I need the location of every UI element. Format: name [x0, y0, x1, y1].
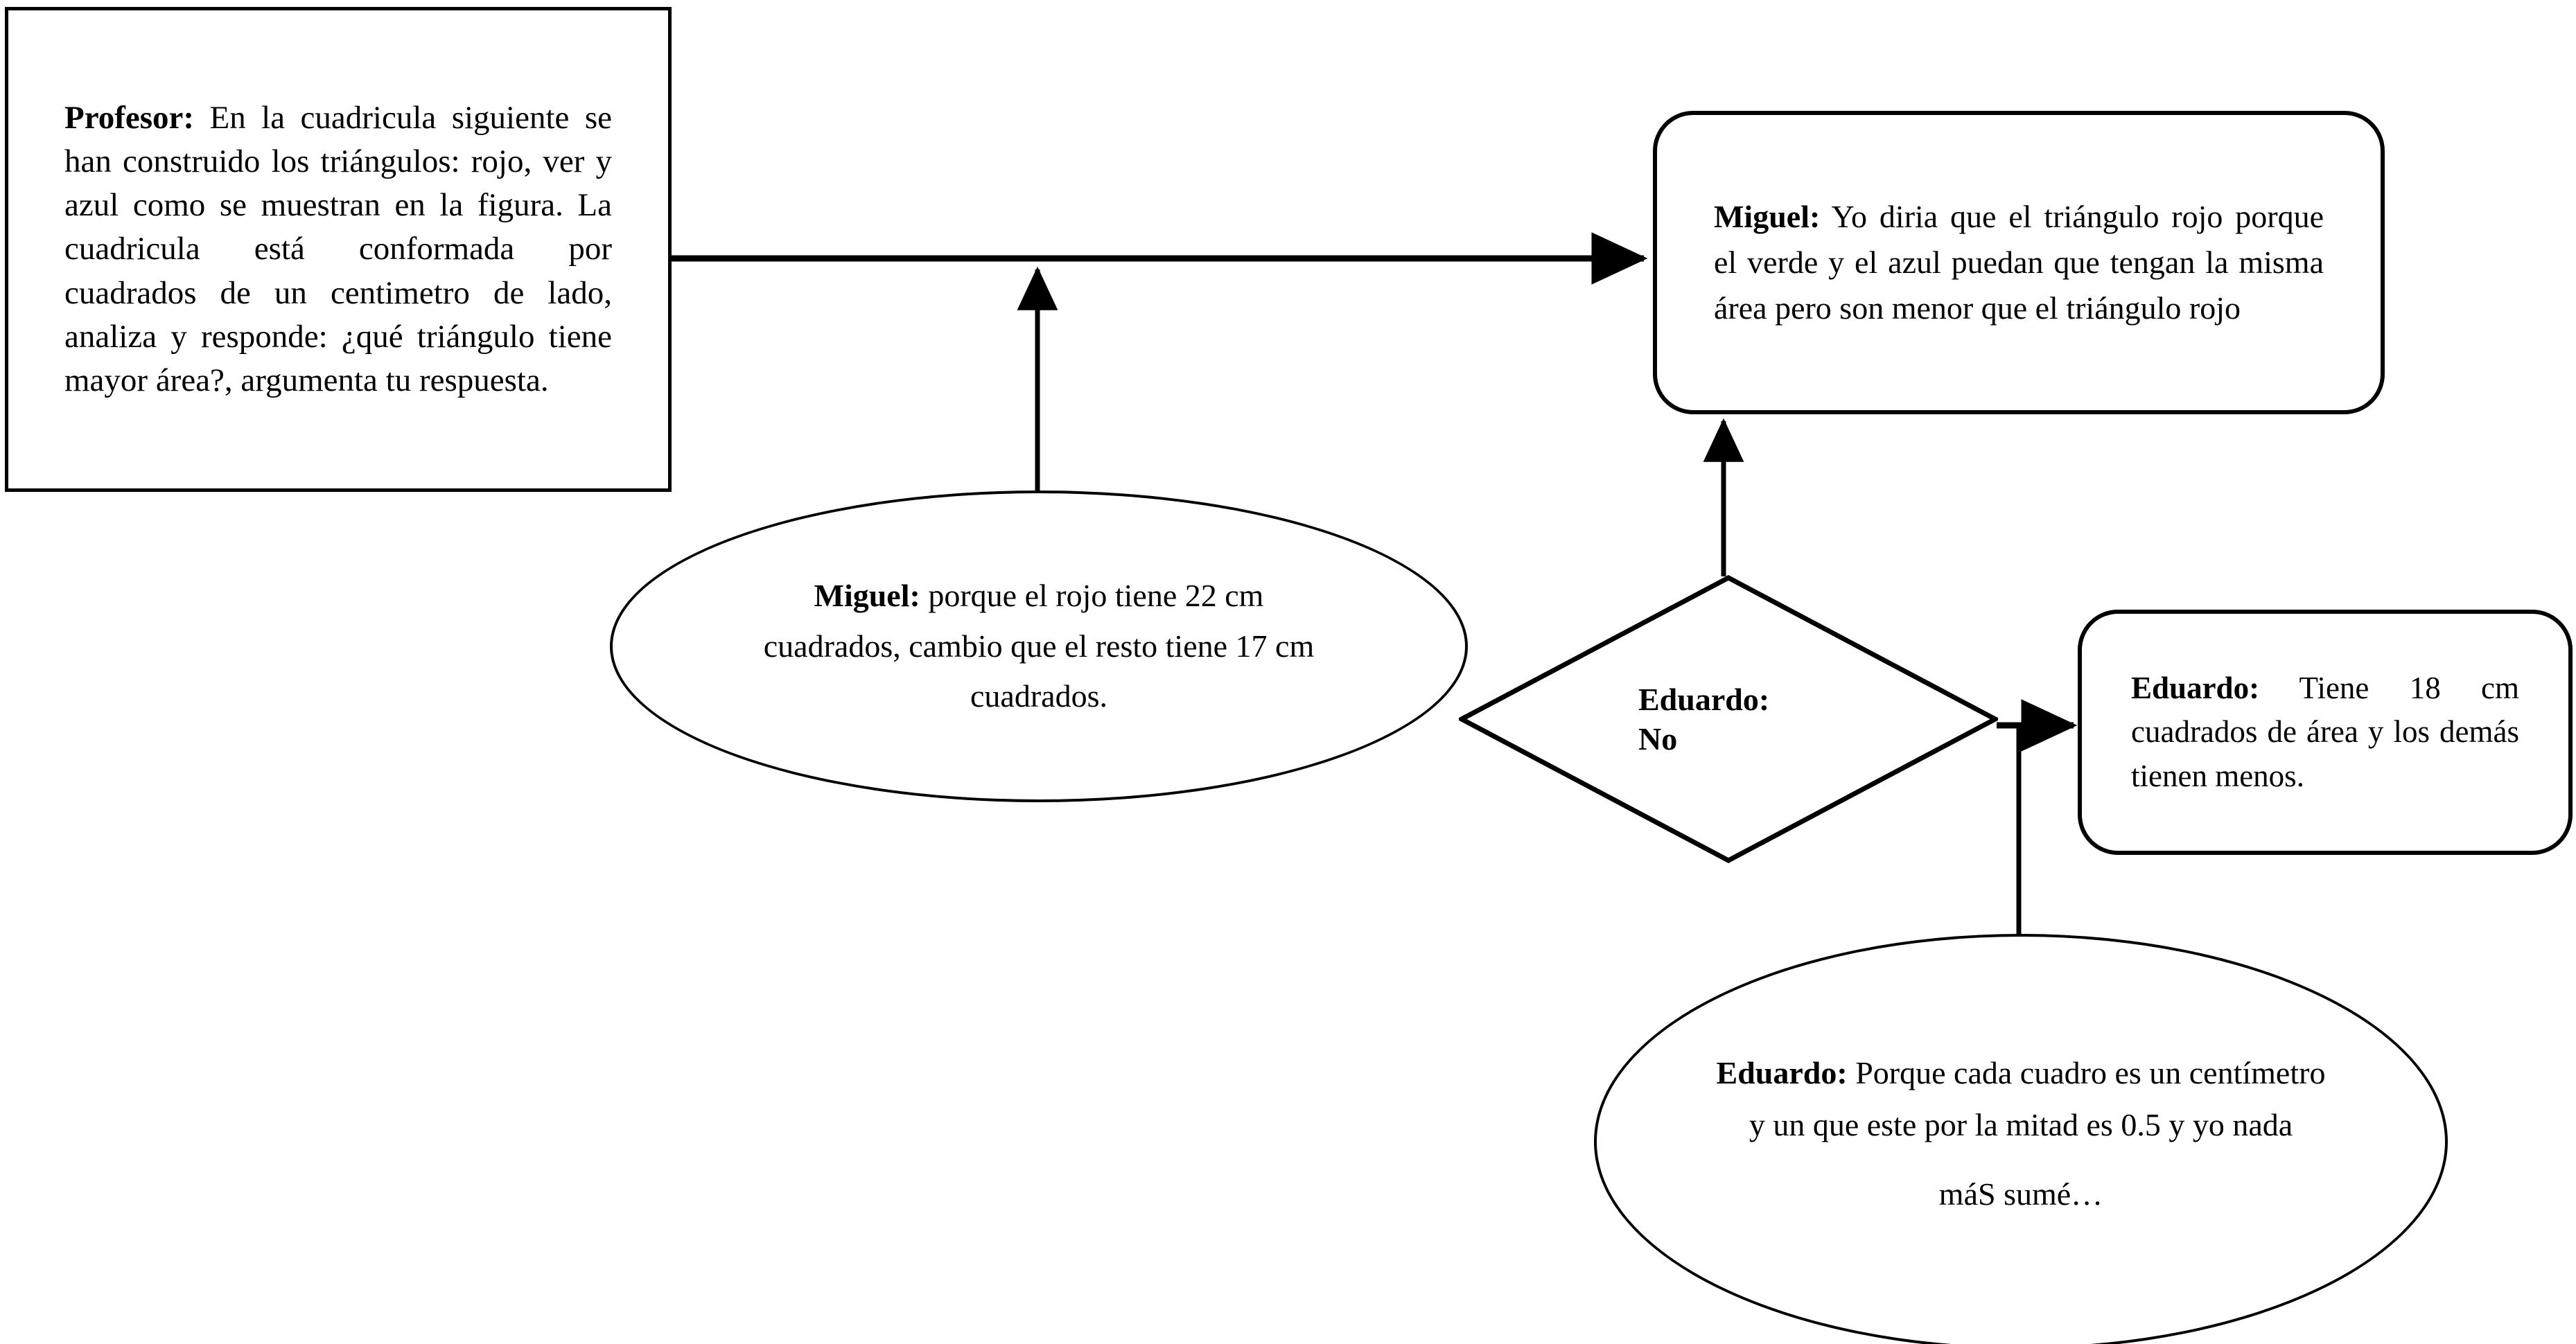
eduardo-reason-body: Porque cada cuadro es un centímetro y un… — [1749, 1055, 2326, 1142]
miguel-reason-body: porque el rojo tiene 22 cm cuadrados, ca… — [763, 577, 1315, 714]
eduardo-reason-spacer — [1709, 1151, 2333, 1169]
professor-statement-body: En la cuadricula siguiente se han constr… — [64, 99, 612, 398]
diamond-shape — [1459, 575, 1998, 863]
miguel-answer-speaker-label: Miguel: — [1714, 198, 1821, 234]
eduardo-answer-body: Tiene 18 cm cuadrados de área y los demá… — [2131, 670, 2519, 793]
node-miguel-reason[interactable]: Miguel: porque el rojo tiene 22 cm cuadr… — [610, 490, 1468, 802]
miguel-answer-body: Yo diria que el triángulo rojo porque el… — [1714, 198, 2324, 326]
eduardo-reason-speaker-label: Eduardo: — [1716, 1055, 1848, 1091]
node-decision-eduardo[interactable]: Eduardo: No — [1459, 575, 1998, 863]
node-eduardo-answer[interactable]: Eduardo: Tiene 18 cm cuadrados de área y… — [2078, 610, 2573, 855]
decision-speaker-label: Eduardo: — [1638, 681, 1770, 717]
eduardo-answer-text: Eduardo: Tiene 18 cm cuadrados de área y… — [2131, 666, 2519, 798]
miguel-answer-text: Miguel: Yo diria que el triángulo rojo p… — [1714, 194, 2324, 332]
miguel-reason-speaker-label: Miguel: — [814, 577, 920, 613]
professor-speaker-label: Profesor: — [64, 99, 195, 136]
decision-body: No — [1638, 721, 1678, 757]
eduardo-answer-speaker-label: Eduardo: — [2131, 670, 2260, 705]
professor-statement-text: Profesor: En la cuadricula siguiente se … — [64, 96, 612, 403]
node-professor-statement[interactable]: Profesor: En la cuadricula siguiente se … — [5, 7, 672, 492]
eduardo-reason-body2: máS sumé… — [1938, 1176, 2103, 1212]
miguel-reason-text: Miguel: porque el rojo tiene 22 cm cuadr… — [758, 571, 1320, 722]
decision-text: Eduardo: No — [1638, 680, 1846, 759]
eduardo-reason-text: Eduardo: Porque cada cuadro es un centím… — [1709, 1047, 2333, 1221]
node-eduardo-reason[interactable]: Eduardo: Porque cada cuadro es un centím… — [1594, 934, 2448, 1344]
node-miguel-answer[interactable]: Miguel: Yo diria que el triángulo rojo p… — [1653, 111, 2385, 414]
